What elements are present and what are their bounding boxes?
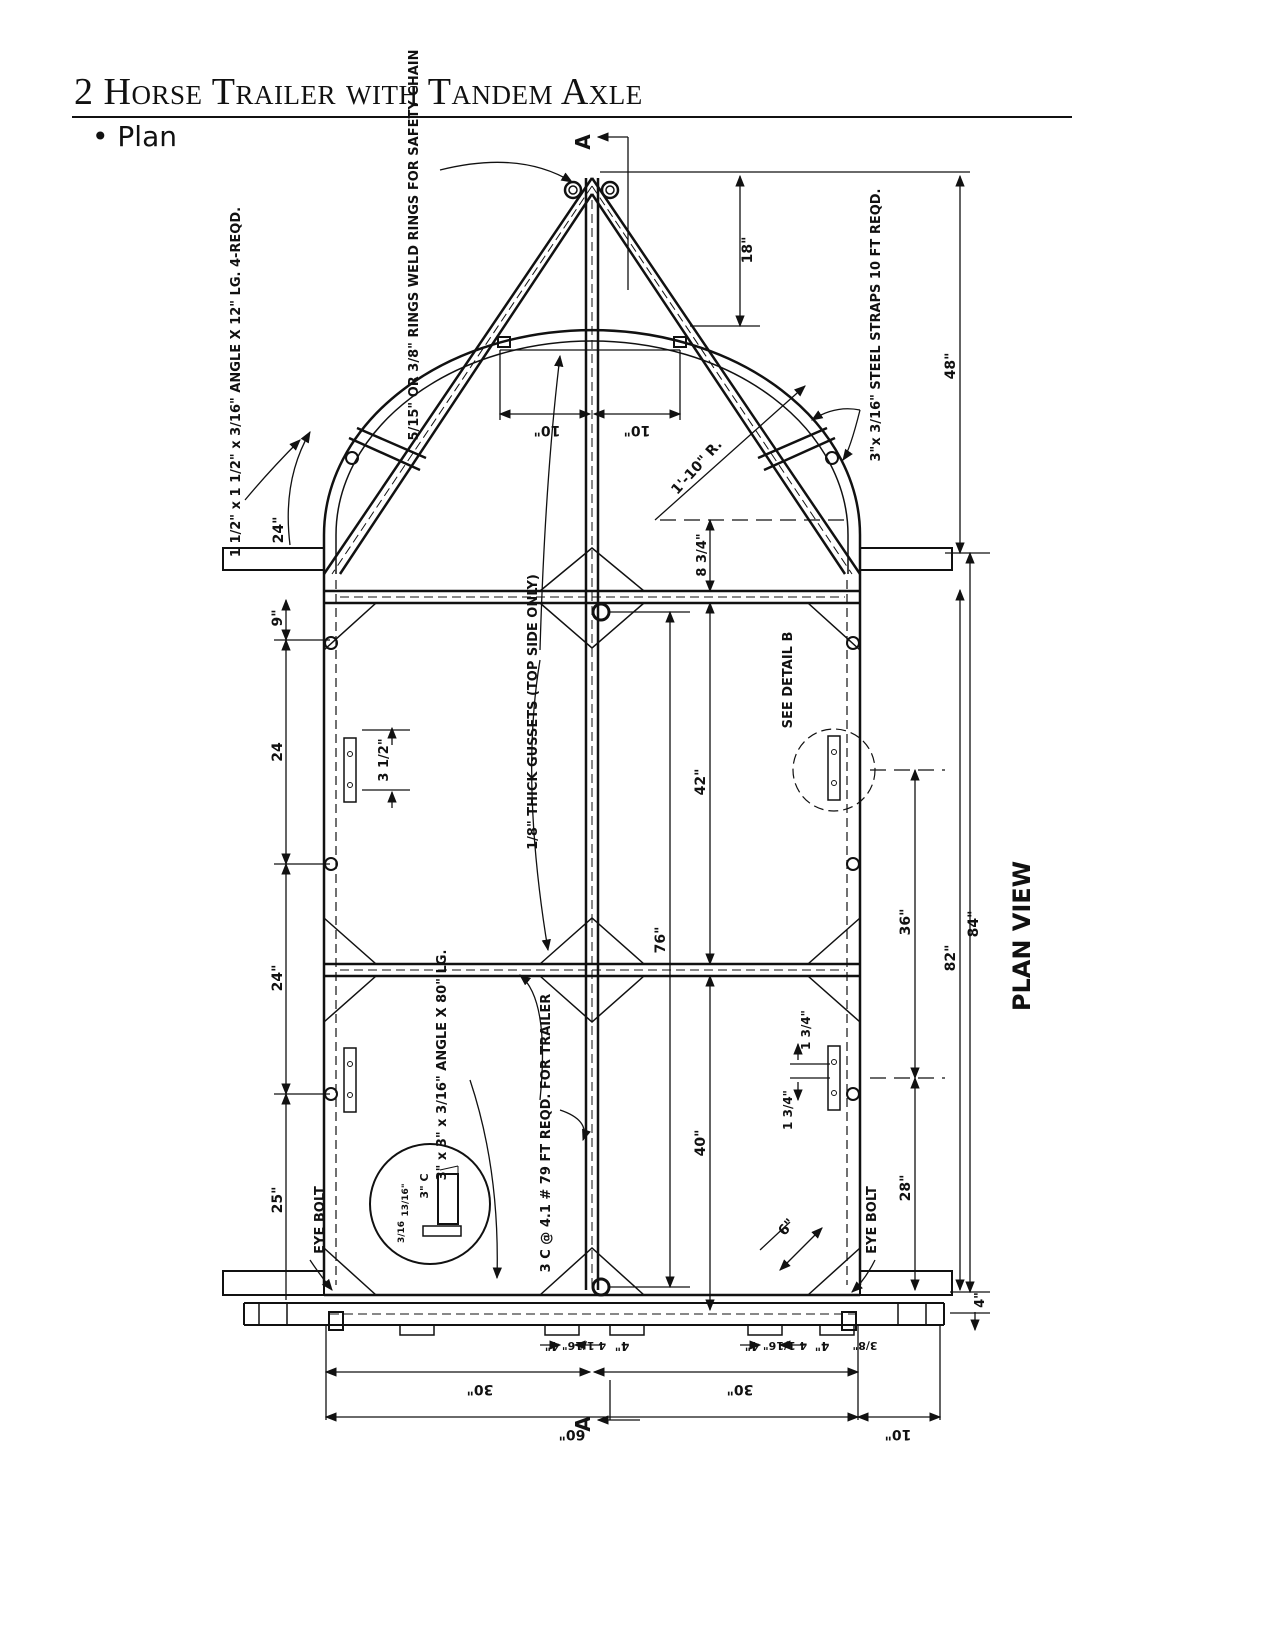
dim-1-3-4-b: 1 3/4"	[781, 1090, 795, 1130]
dim-48: 48"	[943, 353, 959, 380]
angle-bottom-note: 3" x 3" x 3/16" ANGLE X 80" LG.	[435, 950, 450, 1181]
dim-76: 76"	[653, 927, 669, 954]
eye-bolt-right: EYE BOLT	[865, 1186, 880, 1254]
eye-bolt-left: EYE BOLT	[313, 1186, 328, 1254]
dim-18: 18"	[740, 237, 756, 264]
inset-3-16-label: 3/16	[397, 1221, 407, 1243]
section-marker-bottom: A	[571, 1416, 595, 1432]
page-title: 2 Horse Trailer with Tandem Axle	[74, 71, 643, 113]
dim-24-top: 24"	[271, 517, 287, 544]
dim-4-1-16-a: 4 1/16"	[562, 1339, 606, 1352]
dim-84: 84"	[966, 911, 982, 938]
dim-9: 9"	[270, 609, 286, 626]
dim-4-right: 4"	[973, 1292, 988, 1308]
dim-30-left: 30"	[467, 1381, 494, 1397]
trailer-frame	[222, 177, 953, 1336]
dim-3-8: 3/8"	[852, 1339, 877, 1352]
dim-60: 60"	[559, 1426, 586, 1442]
dim-1-3-4-a: 1 3/4"	[799, 1010, 813, 1050]
inset-13-16-label: 13/16"	[401, 1183, 411, 1216]
dim-4-c: 4"	[745, 1339, 760, 1353]
dim-4-d: 4"	[815, 1339, 830, 1353]
gussets-note: 1/8" THICK GUSSETS (TOP SIDE ONLY)	[526, 574, 541, 850]
plan-view-label: PLAN VIEW	[1008, 861, 1036, 1011]
dim-24-a: 24	[270, 742, 286, 762]
dim-3-1-2: 3 1/2"	[377, 738, 392, 781]
dim-42: 42"	[693, 769, 709, 796]
radius-note: 1'-10" R.	[668, 437, 725, 498]
drawing-labels: A A 5/15" OR 3/8" RINGS WELD RINGS FOR S…	[229, 50, 1036, 1442]
dim-4-a: 4"	[545, 1339, 560, 1353]
channel-note: 3 C @ 4.1 # 79 FT REQD. FOR TRAILER	[539, 994, 554, 1273]
dim-10-bottom: 10"	[885, 1426, 912, 1442]
dim-30-right: 30"	[727, 1381, 754, 1397]
rings-note: 5/15" OR 3/8" RINGS WELD RINGS FOR SAFET…	[407, 50, 422, 441]
dim-4-1-16-b: 4 1/16"	[763, 1339, 807, 1352]
dim-8-3-4: 8 3/4"	[695, 533, 710, 576]
detail-b-note: SEE DETAIL B	[781, 632, 796, 729]
title-rule	[72, 116, 1072, 118]
angle-top-note: 1 1/2" x 1 1/2" x 3/16" ANGLE X 12" LG. …	[229, 207, 244, 557]
inset-channel-label: 3" C	[418, 1173, 431, 1198]
steel-straps-note: 3"x 3/16" STEEL STRAPS 10 FT REQD.	[869, 189, 884, 462]
dim-36: 36"	[898, 909, 914, 936]
section-marker-top: A	[571, 134, 595, 150]
dim-6: 6"	[775, 1216, 798, 1239]
dim-28: 28"	[898, 1175, 914, 1202]
dim-10-right: 10"	[624, 422, 651, 438]
dim-4-b: 4"	[615, 1339, 630, 1353]
dim-82: 82"	[943, 945, 959, 972]
dim-40: 40"	[693, 1130, 709, 1157]
dim-25: 25"	[270, 1187, 286, 1214]
dim-10-left: 10"	[534, 422, 561, 438]
dimension-lines	[244, 132, 990, 1425]
dim-24-b: 24"	[270, 965, 286, 992]
page-subtitle: • Plan	[92, 120, 177, 153]
